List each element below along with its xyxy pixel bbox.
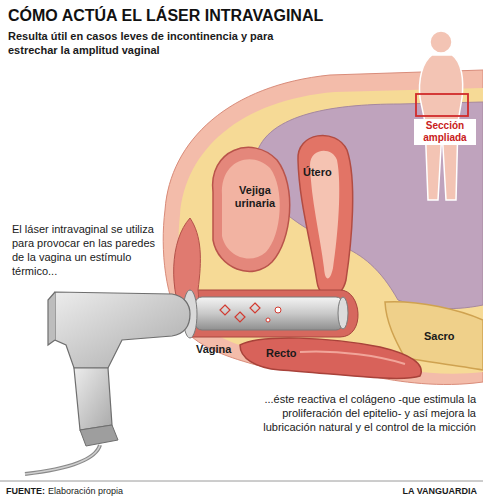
organ-label: Útero <box>303 166 332 179</box>
organ-label: Sacro <box>424 330 455 343</box>
source-label: FUENTE: <box>6 486 45 497</box>
inset-label: Sección ampliada <box>414 119 476 145</box>
organ-label: Recto <box>266 347 297 360</box>
organ-label: Vagina <box>196 343 231 356</box>
source-text: Elaboración propia <box>48 486 123 497</box>
organ-label: Vejiga urinaria <box>227 184 283 210</box>
subtitle: Resulta útil en casos leves de incontine… <box>8 29 308 57</box>
annotation: ...éste reactiva el colágeno -que estimu… <box>240 392 476 434</box>
title: CÓMO ACTÚA EL LÁSER INTRAVAGINAL <box>8 6 428 25</box>
annotation: El láser intravaginal se utiliza para pr… <box>12 222 170 278</box>
publisher: LA VANGUARDIA <box>403 486 478 497</box>
